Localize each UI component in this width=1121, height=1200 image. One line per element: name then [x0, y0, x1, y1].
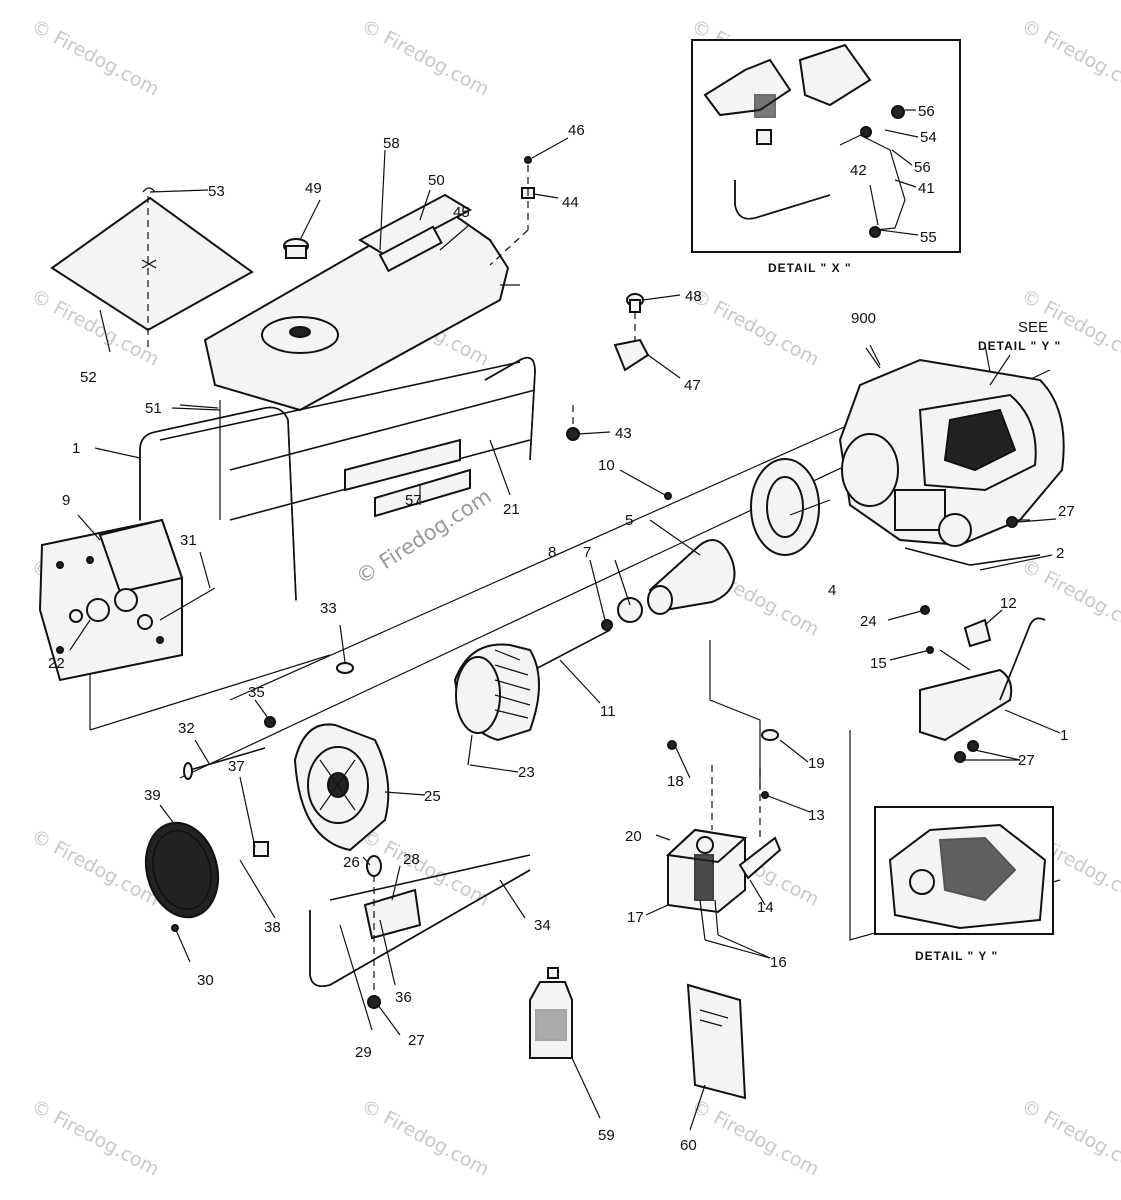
detail-y-box: DETAIL " Y "	[874, 806, 1054, 963]
callout-29: 29	[355, 1044, 372, 1061]
callout-43: 43	[615, 425, 632, 442]
callout-30: 30	[197, 972, 214, 989]
oil-bottle	[529, 967, 573, 1059]
leader-lines	[69, 137, 1061, 1131]
callout-60: 60	[680, 1137, 697, 1154]
callout-23: 23	[518, 764, 535, 781]
detail-x-caption: DETAIL " X "	[768, 261, 852, 275]
callout-4: 4	[828, 582, 836, 599]
callout-50: 50	[428, 172, 445, 189]
callout-48: 48	[685, 288, 702, 305]
detail-y-caption: DETAIL " Y "	[915, 949, 998, 963]
callout-13: 13	[808, 807, 825, 824]
callout-58: 58	[383, 135, 400, 152]
control-panel	[38, 518, 216, 682]
callout-12: 12	[1000, 595, 1017, 612]
callout-27-right: 27	[1018, 752, 1035, 769]
fuel-tank	[203, 149, 520, 412]
callout-31: 31	[180, 532, 197, 549]
control-box	[665, 729, 782, 941]
engine-mount-brackets	[904, 516, 1046, 763]
rear-frame	[309, 854, 531, 1009]
callout-32: 32	[178, 720, 195, 737]
fuel-shutoff-valve	[613, 293, 650, 372]
callout-46: 46	[568, 122, 585, 139]
callout-54: 54	[920, 129, 937, 146]
callout-39: 39	[144, 787, 161, 804]
callout-33: 33	[320, 600, 337, 617]
watermark: © Firedog.com	[688, 285, 823, 371]
callout-57: 57	[405, 492, 422, 509]
callout-59: 59	[598, 1127, 615, 1144]
callout-1-frame: 1	[72, 440, 80, 457]
fasteners	[489, 156, 672, 500]
callout-25: 25	[424, 788, 441, 805]
callout-19: 19	[808, 755, 825, 772]
callout-14: 14	[757, 899, 774, 916]
callout-37: 37	[228, 758, 245, 775]
callout-15: 15	[870, 655, 887, 672]
callout-26: 26	[343, 854, 360, 871]
callout-16: 16	[770, 954, 787, 971]
callout-47: 47	[684, 377, 701, 394]
callout-27-top: 27	[1058, 503, 1075, 520]
callout-7: 7	[583, 544, 591, 561]
end-bell	[183, 662, 390, 857]
watermark: © Firedog.com	[1018, 1095, 1121, 1181]
fan-guard	[144, 821, 220, 932]
callout-56-bottom: 56	[914, 159, 931, 176]
callout-11: 11	[600, 703, 616, 720]
engine	[838, 344, 1065, 547]
callout-1-bracket: 1	[1060, 727, 1068, 744]
callout-38: 38	[264, 919, 281, 936]
see-detail-label: SEE	[1018, 319, 1048, 336]
watermark: © Firedog.com	[28, 1095, 163, 1181]
callout-24: 24	[860, 613, 877, 630]
callout-49: 49	[305, 180, 322, 197]
callout-8: 8	[548, 544, 556, 561]
callout-9: 9	[62, 492, 70, 509]
callout-17: 17	[627, 909, 644, 926]
callout-41: 41	[918, 180, 935, 197]
callout-27-bottom: 27	[408, 1032, 425, 1049]
watermark: © Firedog.com	[28, 825, 163, 911]
callout-55: 55	[920, 229, 937, 246]
cover-panel	[50, 187, 254, 353]
callout-51: 51	[145, 400, 162, 417]
watermark: © Firedog.com	[358, 1095, 493, 1181]
see-detail-y-label: DETAIL " Y "	[978, 339, 1061, 353]
frame-tube	[94, 356, 536, 601]
callout-18: 18	[667, 773, 684, 790]
callout-20: 20	[625, 828, 642, 845]
callout-35: 35	[248, 684, 265, 701]
detail-x-box: DETAIL " X "	[691, 39, 961, 275]
callout-53: 53	[208, 183, 225, 200]
callout-22: 22	[48, 655, 65, 672]
callout-36: 36	[395, 989, 412, 1006]
callout-21: 21	[503, 501, 520, 518]
stator	[453, 643, 540, 766]
callout-56-top: 56	[918, 103, 935, 120]
rotor-assembly	[521, 458, 820, 681]
callout-45: 45	[453, 204, 470, 221]
callout-52: 52	[80, 369, 97, 386]
callout-900: 900	[851, 310, 876, 327]
callout-2: 2	[1056, 545, 1064, 562]
callout-44: 44	[562, 194, 579, 211]
watermark: © Firedog.com	[1018, 15, 1121, 101]
callout-5: 5	[625, 512, 633, 529]
callout-42: 42	[850, 162, 867, 179]
watermark: © Firedog.com	[358, 15, 493, 101]
owner-manual	[686, 983, 747, 1100]
watermark: © Firedog.com	[688, 1095, 823, 1181]
callout-10: 10	[598, 457, 615, 474]
watermark: © Firedog.com	[1018, 555, 1121, 641]
callout-labels: 53 49 58 50 45 46 44 52 51 1 9 31 22 48 …	[48, 103, 1075, 1154]
callout-34: 34	[534, 917, 551, 934]
watermark: © Firedog.com	[28, 15, 163, 101]
callout-28: 28	[403, 851, 420, 868]
